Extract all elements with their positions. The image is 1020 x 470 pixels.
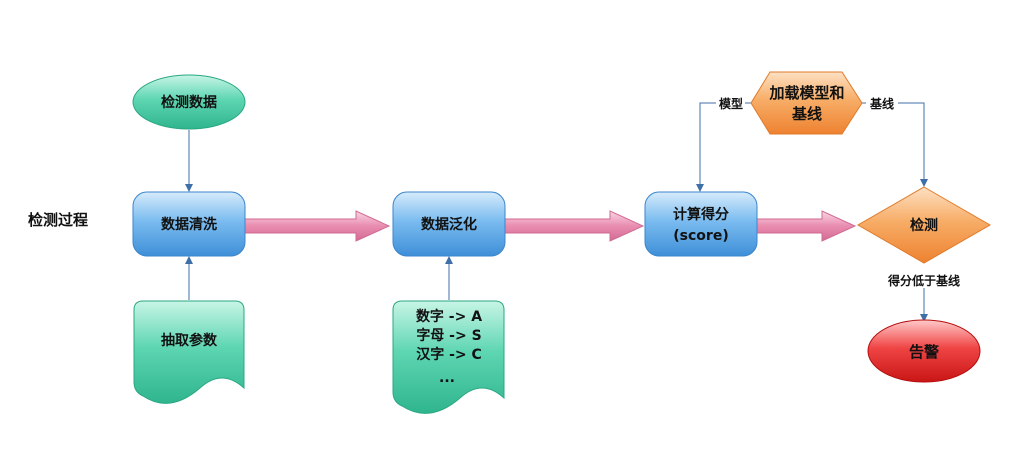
connector-model-to-score [696, 102, 716, 192]
node-generalize-label: 数据泛化 [421, 216, 477, 233]
edge-label-model: 模型 [719, 96, 743, 111]
node-detect-data-label: 检测数据 [161, 94, 217, 111]
edge-label-below-baseline: 得分低于基线 [887, 273, 960, 288]
node-detect-label: 检测 [910, 217, 938, 234]
node-compute-score-sub: (score) [673, 228, 728, 244]
arrow-generalize-to-score [503, 210, 645, 242]
node-data-clean-label: 数据清洗 [161, 216, 217, 233]
node-generalize-rules: 数字 -> A 字母 -> S 汉字 -> C ... [392, 300, 505, 414]
arrow-score-to-detect [755, 210, 857, 242]
node-load-model: 加载模型和 基线 [750, 71, 863, 135]
node-alert: 告警 [867, 319, 981, 383]
node-load-model-sub: 基线 [791, 105, 822, 123]
node-extract-params-label: 抽取参数 [161, 332, 218, 349]
arrow-clean-to-generalize [243, 210, 391, 242]
rule-letter: 字母 -> S [416, 327, 481, 344]
rule-more: ... [439, 370, 455, 386]
node-extract-params: 抽取参数 [133, 300, 245, 404]
edge-label-baseline: 基线 [869, 96, 894, 111]
connector-baseline-to-detect [898, 102, 928, 187]
node-alert-label: 告警 [909, 343, 939, 361]
node-data-clean: 数据清洗 [132, 191, 246, 257]
node-detect-data: 检测数据 [132, 74, 246, 130]
rule-number: 数字 -> A [416, 308, 482, 325]
node-load-model-label: 加载模型和 [768, 84, 844, 102]
process-label: 检测过程 [28, 211, 88, 229]
rule-chinese: 汉字 -> C [416, 346, 482, 363]
node-compute-score-label: 计算得分 [673, 206, 729, 223]
node-compute-score: 计算得分 (score) [644, 191, 758, 257]
node-generalize: 数据泛化 [392, 191, 506, 257]
node-detect: 检测 [856, 186, 992, 264]
